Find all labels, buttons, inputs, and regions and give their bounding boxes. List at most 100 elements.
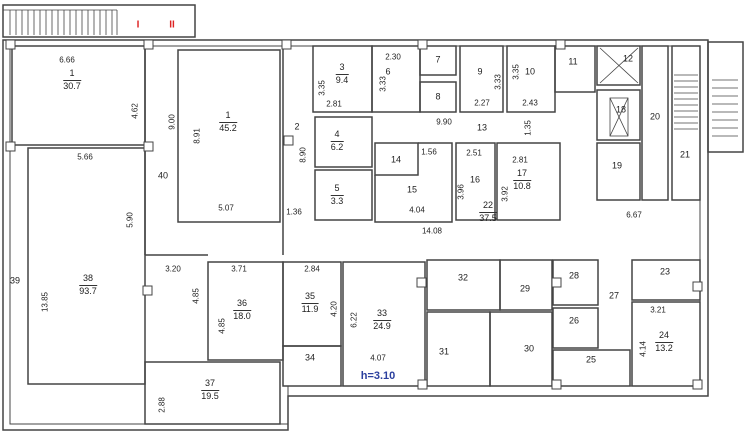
room-label: 12: [623, 54, 633, 65]
dimension-label: 4.85: [217, 318, 227, 334]
room-label: 24 13.2: [655, 330, 673, 354]
room-area: 30.7: [63, 80, 81, 91]
dimension-label: 3.92: [500, 186, 510, 202]
dimension-label: 4.85: [191, 288, 201, 304]
room-label: 29: [520, 284, 530, 295]
room-number: 7: [435, 54, 441, 65]
room-area: 24.9: [373, 320, 391, 331]
dimension-label: 2.51: [466, 148, 482, 158]
room-label: 16: [470, 175, 480, 186]
entrance-marker: II: [169, 19, 175, 31]
room-label: 13: [477, 123, 487, 134]
dimension-label: 3.20: [165, 264, 181, 274]
room-number: 34: [304, 352, 316, 363]
room-area: 10.8: [513, 180, 531, 191]
columns: [5, 39, 703, 390]
room-area: 13.2: [655, 342, 673, 353]
outer-wall: [2, 39, 709, 431]
dimension-label: 3.33: [378, 76, 388, 92]
room-area: 9.4: [335, 74, 349, 85]
room-label: 38 93.7: [79, 273, 97, 297]
dimension-label: 2.81: [512, 155, 528, 165]
room-label: 19: [612, 161, 622, 172]
dimension-label: 5.90: [125, 212, 135, 228]
room-label: 10: [525, 67, 535, 78]
room-label: 34: [305, 353, 315, 364]
room-label: 23: [660, 267, 670, 278]
entrance-stair-band: [2, 4, 196, 38]
dimension-label: 4.20: [329, 301, 339, 317]
room-number: 8: [435, 91, 441, 102]
room-number: 12: [622, 53, 634, 64]
room-label: 18: [616, 105, 626, 116]
room-number: 5: [334, 183, 340, 193]
entrance-marker: I: [136, 19, 140, 31]
interior-stairs-icon: [674, 74, 698, 130]
room-label: 15: [407, 185, 417, 196]
room-number: 3: [339, 62, 345, 72]
dimension-label: 3.21: [650, 305, 666, 315]
elevator-shaft-icon: [599, 47, 639, 137]
room-number: 24: [658, 330, 669, 340]
room-label: 28: [569, 271, 579, 282]
room-number: 18: [615, 104, 627, 115]
dimension-label: 4.04: [409, 205, 425, 215]
dimension-label: 2.84: [304, 264, 320, 274]
dimension-label: 14.08: [421, 226, 443, 236]
dimension-label: 9.90: [436, 117, 452, 127]
room-number: 23: [659, 266, 671, 277]
room-label: 26: [569, 316, 579, 327]
dimension-label: 8.91: [192, 128, 202, 144]
room-label: 40: [158, 171, 168, 182]
dimension-label: 2.43: [522, 98, 538, 108]
dimension-label: 6.66: [59, 55, 75, 65]
dimension-label: 8.90: [298, 147, 308, 163]
room-number: 38: [82, 273, 93, 283]
room-label: 27: [609, 291, 619, 302]
room-number: 20: [649, 111, 661, 122]
dimension-label: 6.22: [349, 312, 359, 328]
dimension-label: 1.36: [286, 207, 302, 217]
room-number: 16: [469, 174, 481, 185]
dimension-label: 6.67: [626, 210, 642, 220]
dimension-label: 2.81: [326, 99, 342, 109]
room-area: 93.7: [79, 285, 97, 296]
room-label: 6: [385, 67, 390, 78]
room-number: 39: [9, 275, 21, 286]
room-number: 29: [519, 283, 531, 294]
room-number: 35: [304, 291, 316, 301]
dimension-label: 1.35: [523, 120, 533, 136]
room-number: 15: [406, 184, 418, 195]
dimension-label: 4.14: [638, 341, 648, 357]
room-area: 45.2: [219, 122, 237, 133]
dimension-label: 2.30: [385, 52, 401, 62]
room-label: 14: [391, 155, 401, 166]
room-number: 19: [611, 160, 623, 171]
ceiling-height-label: h=3.10: [360, 370, 396, 382]
room-area: 3.3: [330, 195, 344, 206]
dimension-label: 3.35: [317, 80, 327, 96]
room-area: 6.2: [330, 141, 344, 152]
room-label: 9: [477, 67, 482, 78]
dimension-label: 13.85: [40, 291, 50, 313]
dimension-label: 5.66: [77, 152, 93, 162]
exterior-stairs-icon: [712, 79, 738, 137]
dimension-label: 1.56: [421, 147, 437, 157]
room-label: 30: [524, 344, 534, 355]
room-number: 13: [476, 122, 488, 133]
room-number: 30: [523, 343, 535, 354]
entrance-stairs-icon: [3, 9, 118, 35]
dimension-label: 5.07: [218, 203, 234, 213]
room-number: 2: [294, 121, 300, 132]
room-number: 10: [524, 66, 536, 77]
dimension-label: 2.88: [157, 397, 167, 413]
